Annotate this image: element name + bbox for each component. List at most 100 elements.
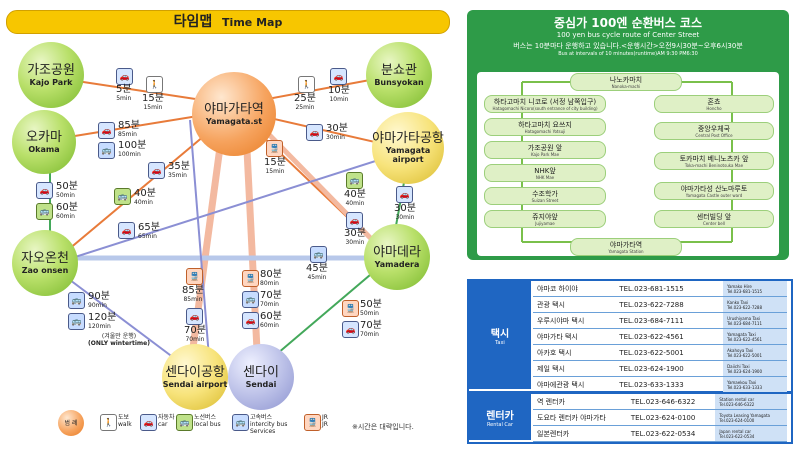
car-icon: 🚗 [98,122,115,139]
intercity-bus-icon: 🚌 [68,292,85,309]
taxi-name: 야마코 하이야 [533,281,616,297]
rental-name: 역 렌터카 [533,394,627,410]
taxi-tel: TEL.023-624-1900 [615,360,724,377]
taxi-tel: TEL.023-622-5001 [615,344,724,361]
rental-name: 도요타 렌터카 야마가타 [533,409,627,426]
local-bus-icon: 🚌 [114,188,131,205]
taxi-tel: TEL.023-684-7111 [615,312,724,329]
winter-note: (겨울만 운행) (ONLY wintertime) [88,333,150,347]
intercity-bus-icon: 🚌 [232,414,249,431]
node-sendai: 센다이 Sendai [228,344,294,410]
node-okama: 오카마 Okama [12,110,76,174]
cycle-bus-header: 중심가 100엔 순환버스 코스 100 yen bus cycle route… [513,16,743,57]
time-map-title-bar: 타임맵 Time Map [6,10,450,34]
taxi-name: 관광 택시 [533,296,616,313]
rental-label: 렌터카 Rental Car [469,394,531,440]
car-icon: 🚗 [36,182,53,199]
legend-note: ※시간은 대략입니다. [352,423,414,431]
car-icon: 🚗 [342,321,359,338]
taxi-name: 야마가타 택시 [533,328,616,345]
node-yamadera: 야마데라 Yamadera [364,224,430,290]
taxi-name: 아카호 택시 [533,344,616,361]
taxi-tel: TEL.023-622-7288 [615,296,724,313]
node-kajo-park: 가조공원 Kajo Park [18,42,84,108]
car-icon: 🚗 [330,68,347,85]
rental-tel: TEL.023-646-6322 [626,394,716,410]
taxi-name: 제일 택시 [533,360,616,377]
node-bunsyokan: 분쇼관 Bunsyokan [366,42,432,108]
taxi-tel: TEL.023-622-4561 [615,328,724,345]
car-icon: 🚗 [306,124,323,141]
intercity-bus-icon: 🚌 [98,142,115,159]
taxi-tel: TEL.023-681-1515 [615,281,724,297]
car-icon: 🚗 [396,186,413,203]
taxi-tel: TEL.023-633-1333 [615,376,724,393]
time-map-title: 타임맵 Time Map [173,14,283,30]
node-sendai-airport: 센다이공항 Sendai airport [162,344,228,410]
car-icon: 🚗 [140,414,157,431]
node-yamagata-airport: 야마가타공항 Yamagata airport [372,112,444,184]
jr-icon: 🚆 [266,140,283,157]
taxi-label: 택시 Taxi [469,281,531,389]
taxi-name: 야마에관광 택시 [533,376,616,393]
car-icon: 🚗 [118,222,135,239]
stop-left-1: 하타고마치 니코로 (서정 남쪽입구)Hatagomachi Nicoro(so… [484,95,606,113]
car-icon: 🚗 [242,312,259,329]
car-icon: 🚗 [186,308,203,325]
jr-icon: 🚆 [304,414,321,431]
walk-icon: 🚶 [146,76,163,93]
jr-icon: 🚆 [186,268,203,285]
rental-tel: TEL.023-624-0100 [626,409,716,426]
local-bus-icon: 🚌 [346,172,363,189]
